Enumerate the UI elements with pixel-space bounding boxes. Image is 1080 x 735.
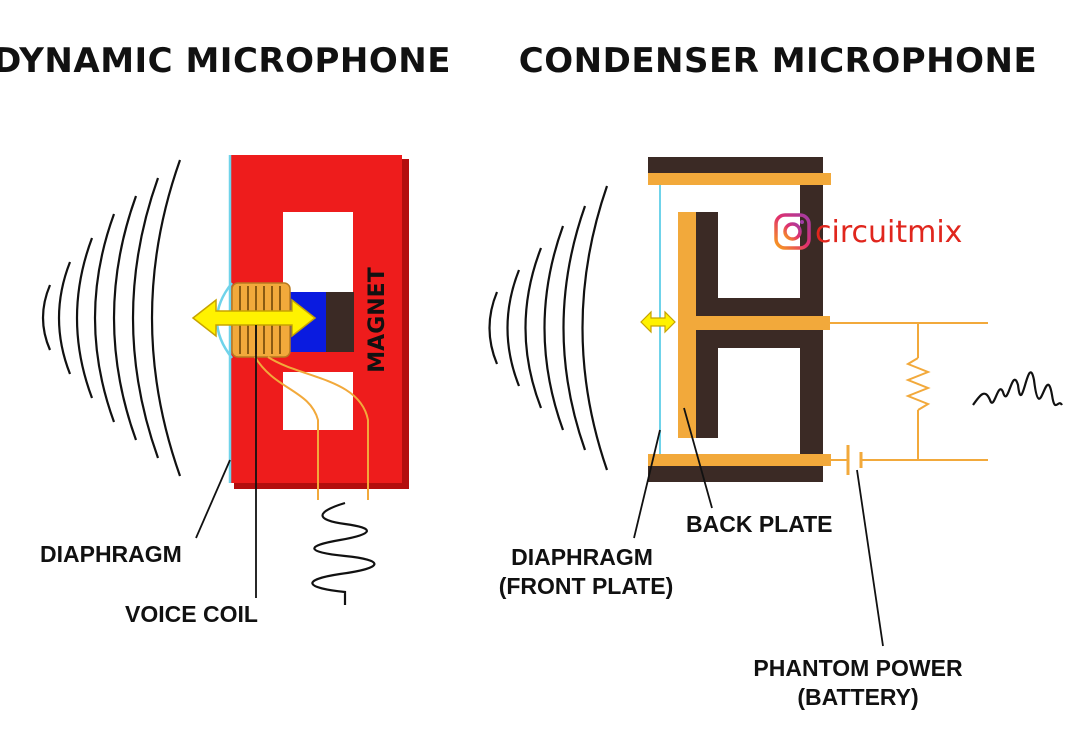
back-plate-label: BACK PLATE: [686, 511, 833, 537]
front-plate-pointer: [633, 429, 661, 539]
vibration-arrow: [191, 298, 317, 338]
instagram-icon: [774, 213, 811, 250]
magnet-label: MAGNET: [365, 267, 390, 372]
dynamic-output-signal: [311, 501, 376, 605]
dynamic-title: DYNAMIC MICROPHONE: [0, 41, 451, 81]
brand-name: circuitmix: [815, 215, 962, 250]
back-plate-pointer: [683, 407, 713, 509]
diaphragm-pointer: [195, 459, 231, 539]
phantom-power-label-line1: PHANTOM POWER: [753, 655, 963, 681]
back-plate: [678, 212, 830, 438]
battery-symbol: [846, 445, 863, 475]
condenser-title: CONDENSER MICROPHONE: [519, 41, 1037, 81]
condenser-output-signal: [972, 371, 1063, 407]
condenser-diaphragm-label-line2: (FRONT PLATE): [499, 573, 674, 599]
condenser-vibration-arrow: [640, 310, 676, 334]
phantom-power-label-line2: (BATTERY): [797, 684, 918, 710]
condenser-sound-waves: [488, 185, 609, 471]
voice-coil-label: VOICE COIL: [125, 601, 258, 627]
phantom-power-pointer: [856, 469, 884, 647]
dynamic-diaphragm-label: DIAPHRAGM: [40, 541, 182, 567]
coil-wires: [254, 356, 369, 500]
condenser-circuit: [830, 322, 988, 461]
condenser-diaphragm-label-line1: DIAPHRAGM: [511, 544, 653, 570]
dynamic-sound-waves: [41, 159, 182, 477]
